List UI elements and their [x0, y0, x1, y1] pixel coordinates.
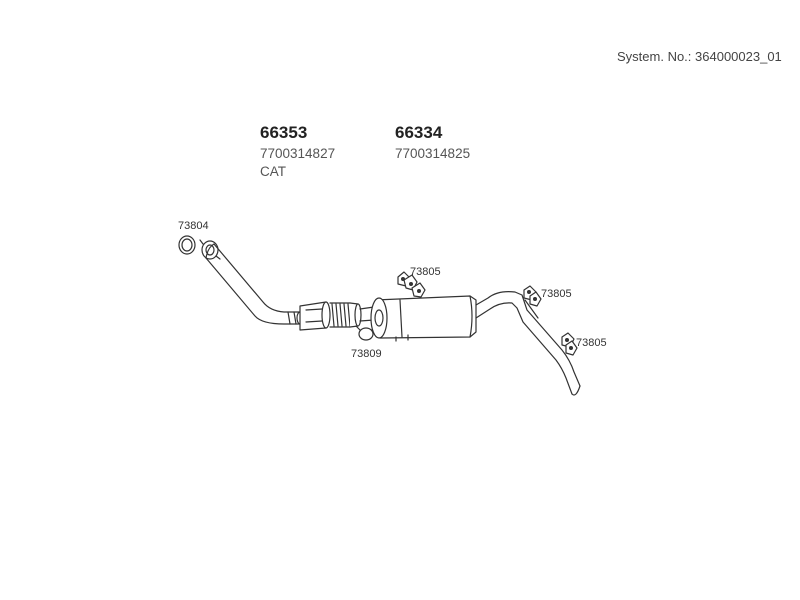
upper-clamps — [397, 271, 426, 298]
callout-73804: 73804 — [178, 220, 209, 232]
callout-73809: 73809 — [351, 348, 382, 360]
muffler-body — [370, 295, 477, 342]
front-pipe-flange — [199, 239, 221, 260]
front-pipe — [205, 243, 301, 325]
callout-73805-rear-1: 73805 — [541, 288, 572, 300]
part-number-muffler: 66334 — [395, 123, 443, 142]
callout-73805-upper: 73805 — [410, 266, 441, 278]
part-number-catalyst: 66353 — [260, 123, 308, 142]
front-gasket — [178, 235, 196, 255]
rear-clamp-2 — [561, 332, 578, 356]
oem-number-catalyst: 7700314827 — [260, 146, 336, 161]
oem-number-muffler: 7700314825 — [395, 146, 471, 161]
tail-pipe — [475, 291, 581, 395]
catalyst-note: CAT — [260, 164, 286, 179]
system-number: System. No.: 364000023_01 — [617, 49, 782, 64]
callout-73805-rear-2: 73805 — [576, 337, 607, 349]
rear-clamp-1 — [523, 285, 542, 307]
catalyst-body — [299, 301, 362, 331]
